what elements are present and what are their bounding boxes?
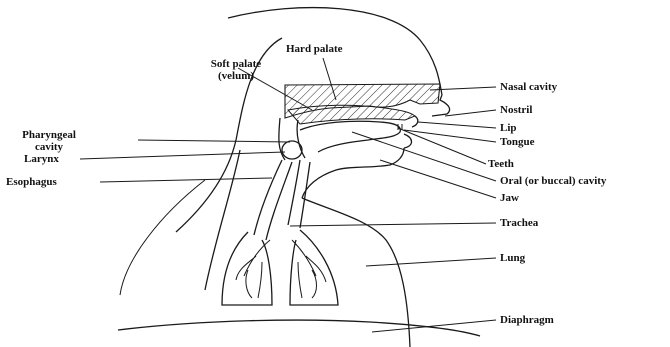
upper-lip: [412, 116, 418, 127]
bronchi-right: [292, 240, 326, 298]
bronchi-left: [236, 240, 270, 298]
jaw-chin: [302, 148, 404, 198]
label-teeth: Teeth: [488, 158, 514, 170]
spine-curve: [120, 180, 205, 295]
larynx-shape: [282, 141, 302, 159]
label-hard-palate: Hard palate: [286, 43, 343, 55]
pharynx-back-wall: [279, 118, 285, 160]
tongue-shape: [300, 121, 400, 152]
esophagus-tube-2: [266, 162, 292, 240]
label-lip: Lip: [500, 122, 517, 134]
label-nasal-cavity: Nasal cavity: [500, 81, 557, 93]
label-diaphragm: Diaphragm: [500, 314, 554, 326]
label-oral-cavity: Oral (or buccal) cavity: [500, 175, 606, 187]
diaphragm-curve: [118, 320, 480, 336]
label-tongue: Tongue: [500, 136, 534, 148]
label-larynx: Larynx: [24, 153, 59, 165]
label-trachea: Trachea: [500, 217, 538, 229]
label-jaw: Jaw: [500, 192, 519, 204]
label-pharyngeal-cavity: Pharyngeal cavity: [14, 129, 84, 153]
label-nostril: Nostril: [500, 104, 532, 116]
lung-right: [290, 230, 338, 305]
trachea-tube-2: [300, 162, 310, 228]
label-soft-palate: Soft palate (velum): [203, 58, 269, 82]
front-neck-outline: [302, 198, 410, 347]
esophagus-tube: [254, 160, 282, 235]
back-outer-outline: [205, 150, 240, 290]
lower-lip: [404, 134, 412, 148]
label-lung: Lung: [500, 252, 525, 264]
label-esophagus: Esophagus: [6, 176, 57, 188]
